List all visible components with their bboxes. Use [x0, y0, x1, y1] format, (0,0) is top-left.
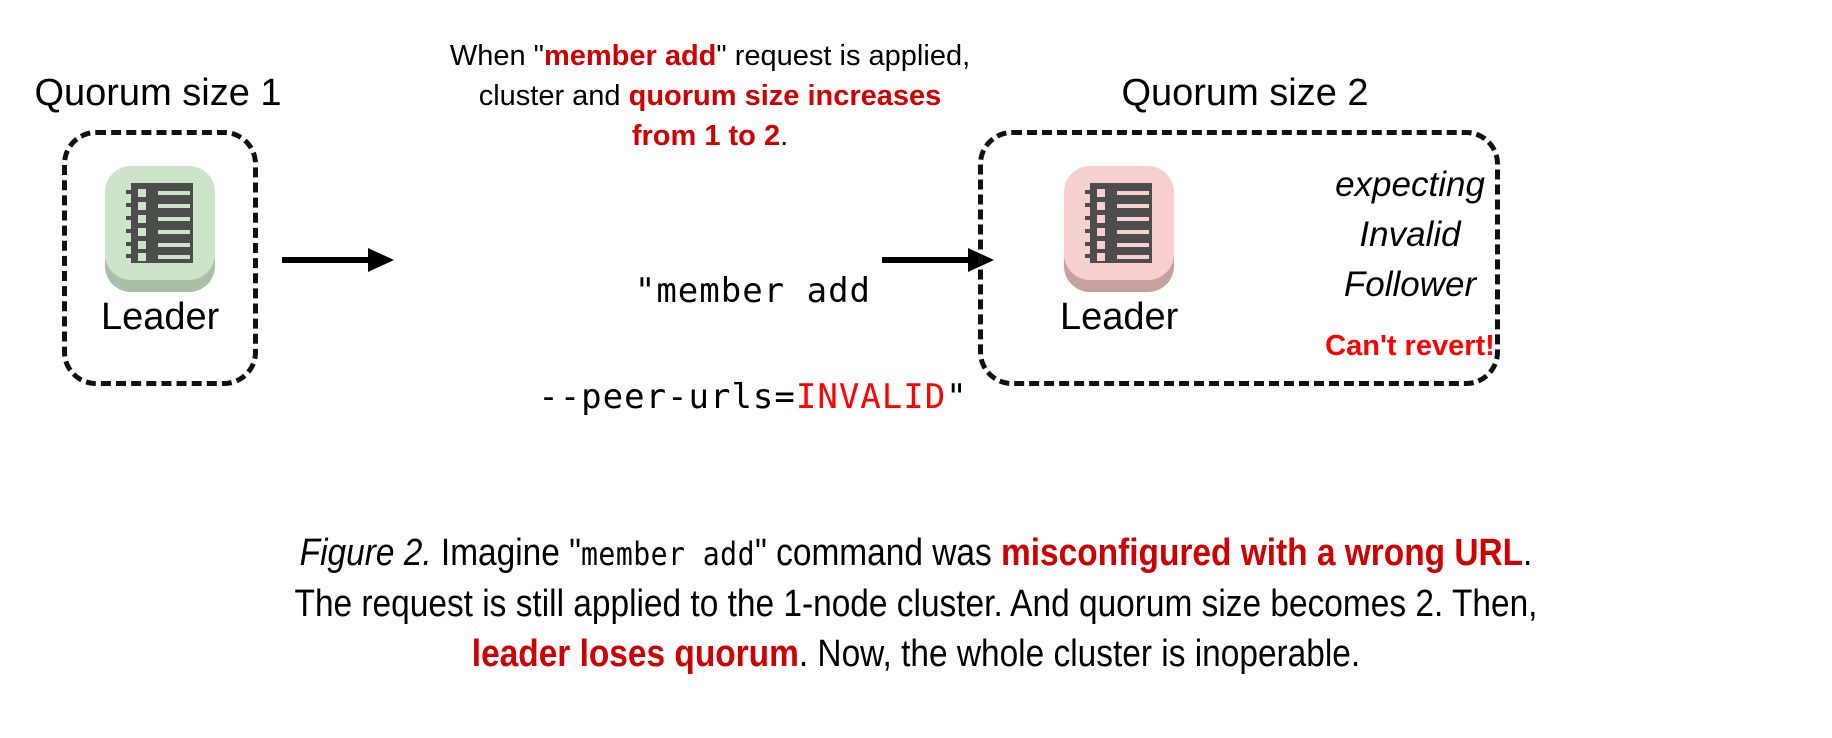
- node-label-leader-right: Leader: [1060, 296, 1179, 338]
- command-line1: "member add: [634, 271, 872, 311]
- right-cluster-box: [978, 130, 1500, 386]
- status-line-invalid: Invalid: [1359, 215, 1461, 254]
- cant-revert-warning: Can't revert!: [1325, 330, 1495, 362]
- annotation-line3-highlight: from 1 to 2: [631, 120, 781, 152]
- caption-figure-label: Figure 2.: [299, 532, 432, 574]
- caption-seg-2: " command was: [754, 532, 1002, 574]
- annotation-line2-highlight: quorum size increases: [628, 80, 942, 112]
- caption-highlight-misconfigured: misconfigured with a wrong URL: [1001, 532, 1524, 574]
- follower-status-text: expecting Invalid Follower: [1250, 160, 1570, 310]
- annotation-text: When "member add" request is applied, cl…: [400, 36, 1020, 156]
- node-leader-left: Leader: [101, 160, 219, 339]
- arrow-shaft: [282, 257, 370, 263]
- annotation-line1-highlight: member add: [543, 40, 717, 72]
- caption-line-1: Figure 2. Imagine "member add" command w…: [110, 528, 1722, 579]
- status-line-expecting: expecting: [1335, 165, 1485, 204]
- arrow-head: [368, 248, 394, 272]
- rack-glyph: [1085, 183, 1153, 263]
- command-text: "member add --peer-urls=INVALID": [410, 212, 1010, 477]
- command-line2-closing-quote: ": [946, 377, 968, 417]
- caption-highlight-leader-loses-quorum: leader loses quorum: [471, 633, 799, 675]
- server-rack-icon: [1060, 160, 1178, 292]
- caption-line-3: leader loses quorum. Now, the whole clus…: [110, 629, 1722, 679]
- caption-seg-3: .: [1523, 532, 1533, 574]
- left-cluster-box: [62, 130, 258, 386]
- node-label-leader-left: Leader: [101, 296, 220, 338]
- node-leader-right: Leader: [1060, 160, 1178, 339]
- caption-seg-1: Imagine ": [431, 532, 582, 574]
- caption-line-2: The request is still applied to the 1-no…: [294, 583, 1538, 625]
- caption-seg-4: . Now, the whole cluster is inoperable.: [798, 633, 1361, 675]
- command-line2-invalid-value: INVALID: [795, 377, 947, 417]
- annotation-line1-c: " request is applied,: [716, 40, 971, 72]
- arrow-left-to-command: [282, 245, 394, 275]
- annotation-line2-a: cluster and: [478, 80, 629, 112]
- arrow-shaft: [882, 257, 970, 263]
- caption-code-member-add: member add: [581, 535, 755, 573]
- annotation-line3-c: .: [780, 120, 789, 152]
- rack-glyph: [126, 183, 194, 263]
- right-cluster-title: Quorum size 2: [1121, 72, 1369, 114]
- server-rack-icon: [101, 160, 219, 292]
- left-cluster-title: Quorum size 1: [34, 72, 282, 114]
- figure-caption: Figure 2. Imagine "member add" command w…: [110, 528, 1722, 679]
- status-line-follower: Follower: [1343, 265, 1477, 304]
- annotation-line1-a: When ": [449, 40, 544, 72]
- command-line2-flag: --peer-urls=: [538, 377, 796, 417]
